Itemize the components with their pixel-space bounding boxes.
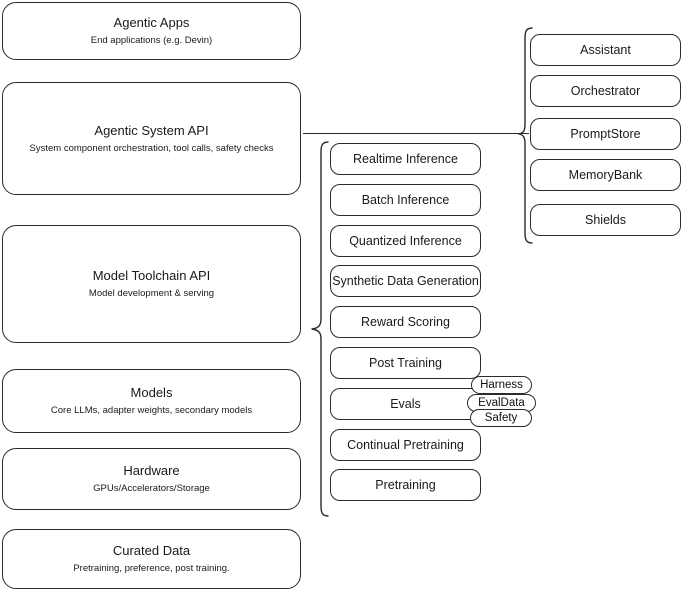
layer-title: Curated Data [112, 543, 191, 558]
chip-batch-inference[interactable]: Batch Inference [330, 184, 481, 216]
chip-shields[interactable]: Shields [530, 204, 681, 236]
layer-agentic-apps[interactable]: Agentic Apps End applications (e.g. Devi… [2, 2, 301, 60]
chip-orchestrator[interactable]: Orchestrator [530, 75, 681, 107]
layer-subtitle: System component orchestration, tool cal… [29, 142, 274, 154]
harness-pill[interactable]: Harness [471, 376, 532, 394]
layer-title: Agentic Apps [113, 15, 190, 30]
chip-memorybank[interactable]: MemoryBank [530, 159, 681, 191]
agentic-system-connector [303, 133, 529, 135]
layer-hardware[interactable]: Hardware GPUs/Accelerators/Storage [2, 448, 301, 510]
layer-title: Models [130, 385, 173, 400]
layer-subtitle: End applications (e.g. Devin) [90, 35, 213, 46]
chip-pretraining[interactable]: Pretraining [330, 469, 481, 501]
layer-title: Agentic System API [94, 122, 209, 138]
layer-subtitle: GPUs/Accelerators/Storage [93, 483, 210, 494]
chip-evals[interactable]: Evals [330, 388, 481, 420]
layer-model-toolchain-api[interactable]: Model Toolchain API Model development & … [2, 225, 301, 343]
chip-realtime-inference[interactable]: Realtime Inference [330, 143, 481, 175]
agentic-system-brace [518, 27, 533, 244]
safety-pill[interactable]: Safety [470, 409, 532, 427]
chip-assistant[interactable]: Assistant [530, 34, 681, 66]
chip-reward-scoring[interactable]: Reward Scoring [330, 306, 481, 338]
layer-subtitle: Pretraining, preference, post training. [73, 563, 230, 574]
chip-synthetic-data-generation[interactable]: Synthetic Data Generation [330, 265, 481, 297]
chip-post-training[interactable]: Post Training [330, 347, 481, 379]
chip-quantized-inference[interactable]: Quantized Inference [330, 225, 481, 257]
layer-subtitle: Core LLMs, adapter weights, secondary mo… [50, 405, 253, 416]
layer-agentic-system-api[interactable]: Agentic System API System component orch… [2, 82, 301, 195]
layer-subtitle: Model development & serving [88, 288, 215, 299]
layer-curated-data[interactable]: Curated Data Pretraining, preference, po… [2, 529, 301, 589]
model-toolchain-brace [311, 141, 329, 517]
chip-continual-pretraining[interactable]: Continual Pretraining [330, 429, 481, 461]
chip-promptstore[interactable]: PromptStore [530, 118, 681, 150]
layer-title: Model Toolchain API [92, 268, 211, 283]
layer-models[interactable]: Models Core LLMs, adapter weights, secon… [2, 369, 301, 433]
layer-title: Hardware [123, 463, 180, 478]
